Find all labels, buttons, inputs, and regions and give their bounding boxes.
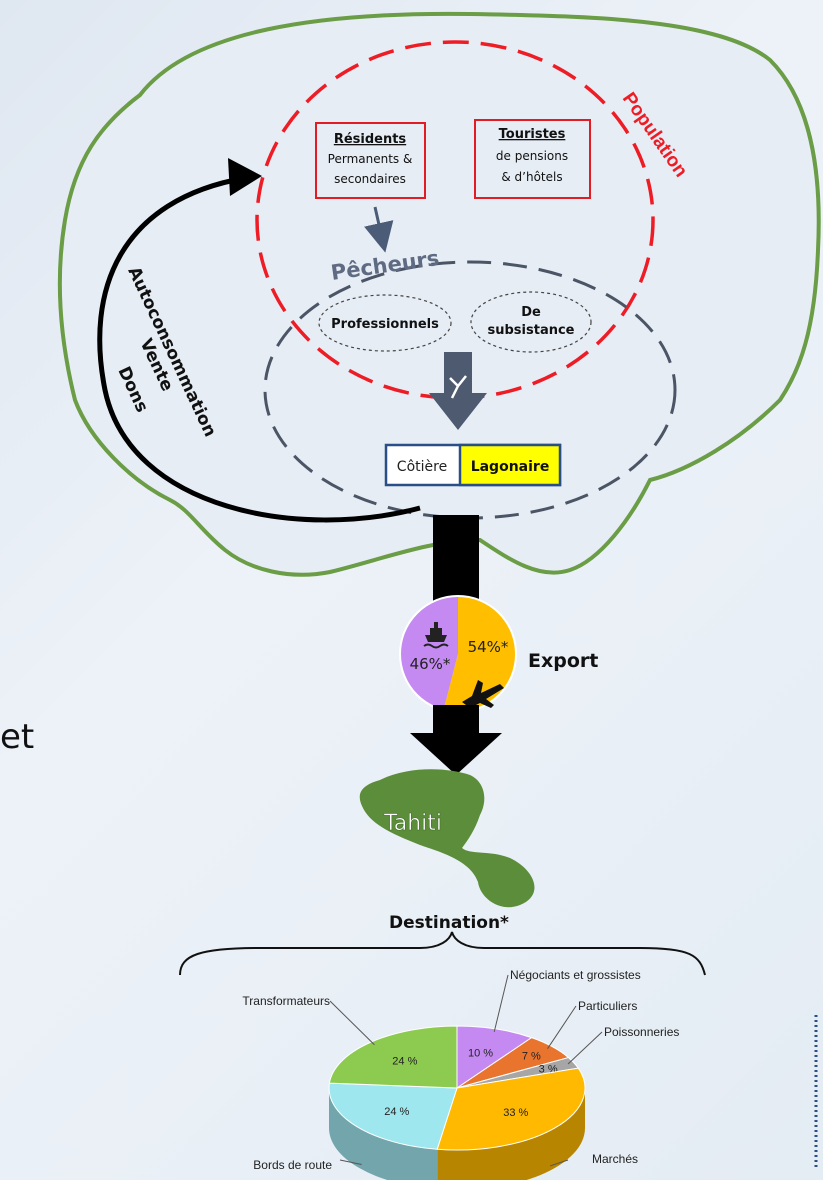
pie-slice-4 <box>328 1082 458 1150</box>
tourists-line1: de pensions <box>496 149 568 163</box>
professional-bubble <box>318 294 452 352</box>
pie-slice-0 <box>456 1025 533 1089</box>
destination-pie: 10 %7 %3 %33 %24 %24 % <box>328 1025 586 1180</box>
pie-side-4 <box>329 1088 438 1180</box>
subsistence-line2: subsistance <box>488 323 575 338</box>
residents-line1: Permanents & <box>328 152 413 166</box>
destination-brace <box>179 931 706 976</box>
subsistence-line1: De <box>521 305 541 320</box>
export-plane-slice <box>443 596 516 712</box>
residents-line2: secondaires <box>334 172 406 186</box>
tahiti-label: Tahiti <box>383 811 442 836</box>
residents-to-fishers-arrow <box>364 206 394 253</box>
pie-leader-2 <box>567 1031 603 1065</box>
pie-leader-5 <box>329 1000 375 1046</box>
tourists-line2: & d’hôtels <box>501 170 562 184</box>
pie-category-1: Particuliers <box>578 999 637 1013</box>
tourists-box: Touristes de pensions & d’hôtels <box>474 119 591 199</box>
pie-category-3: Marchés <box>592 1152 638 1166</box>
pie-category-2: Poissonneries <box>604 1025 679 1039</box>
pie-value-1: 7 % <box>522 1051 541 1063</box>
pie-leader-3 <box>549 1159 569 1167</box>
ship-icon <box>425 622 447 642</box>
export-down-arrow <box>410 705 502 775</box>
pie-leader-4 <box>339 1159 362 1166</box>
pie-category-0: Négociants et grossistes <box>510 968 641 982</box>
pie-leader-1 <box>547 1005 577 1049</box>
plane-share-label: 54%* <box>468 638 509 656</box>
residents-title: Résidents <box>334 132 407 147</box>
population-circle <box>255 40 655 400</box>
coastal-label: Côtière <box>397 459 447 475</box>
tourists-title: Touristes <box>499 127 566 142</box>
export-shaft <box>433 515 479 605</box>
fish-hook-icon <box>449 375 467 399</box>
local-use-arrow <box>97 175 421 523</box>
pie-side-3 <box>437 1088 585 1180</box>
export-label: Export <box>528 650 598 672</box>
plane-icon <box>462 680 504 708</box>
pie-category-5: Transformateurs <box>242 994 330 1008</box>
tahiti-island <box>359 769 535 908</box>
export-pie: 46%* 54%* <box>399 595 517 713</box>
subsistence-bubble <box>470 291 592 353</box>
pie-slice-3 <box>436 1067 586 1151</box>
atoll-outline <box>57 11 821 577</box>
pie-value-5: 24 % <box>392 1056 417 1068</box>
pie-value-3: 33 % <box>503 1107 528 1119</box>
pie-category-4: Bords de route <box>253 1158 332 1172</box>
lagoon-label: Lagonaire <box>471 459 550 475</box>
pie-value-4: 24 % <box>384 1106 409 1118</box>
pie-slice-5 <box>328 1025 458 1089</box>
destination-pie-labels: Négociants et grossistesParticuliersPois… <box>242 968 679 1172</box>
ship-waves <box>423 643 449 649</box>
fishing-type-box: Côtière Lagonaire <box>384 443 562 487</box>
destination-label: Destination* <box>389 913 509 933</box>
fishers-down-arrow <box>429 352 487 430</box>
pie-leader-0 <box>493 974 509 1033</box>
side-text: et <box>0 717 34 757</box>
pie-value-0: 10 % <box>468 1048 493 1060</box>
local-use-arrowhead <box>228 158 262 196</box>
professional-label: Professionnels <box>331 317 439 332</box>
export-boat-slice <box>400 596 458 711</box>
residents-box: Résidents Permanents & secondaires <box>315 122 426 199</box>
boat-share-label: 46%* <box>410 655 451 673</box>
